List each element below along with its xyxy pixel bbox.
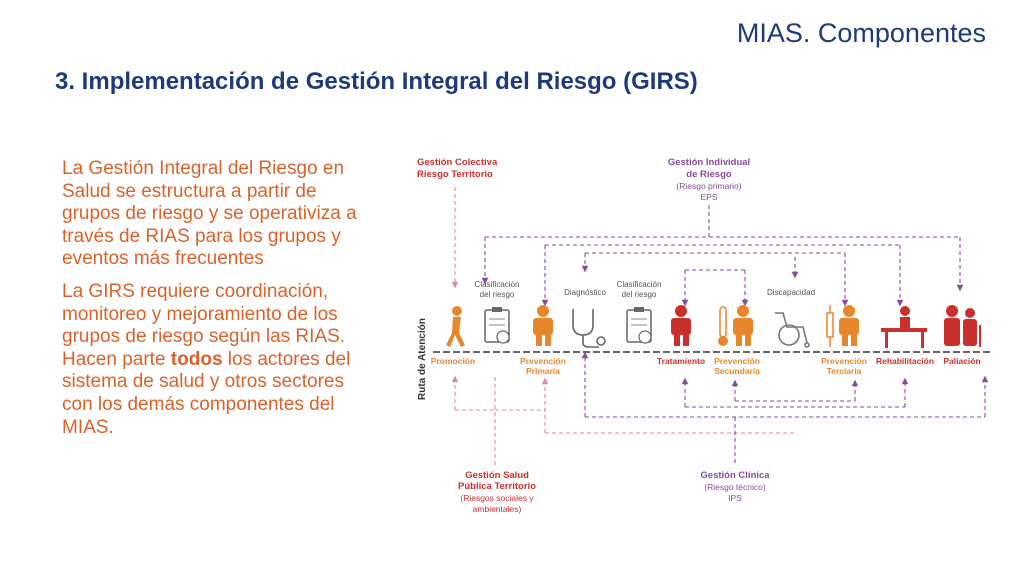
- svg-text:Diagnóstico: Diagnóstico: [564, 288, 606, 297]
- body-text: La Gestión Integral del Riesgo en Salud …: [62, 158, 370, 449]
- svg-text:Prevención: Prevención: [714, 356, 760, 366]
- svg-text:(Riesgo primario): (Riesgo primario): [676, 181, 741, 191]
- svg-text:Riesgo Territorio: Riesgo Territorio: [417, 169, 493, 180]
- person-orange-2-icon: [733, 305, 753, 346]
- label-gestion-salud-publica: Gestión Salud Pública Territorio (Riesgo…: [458, 470, 536, 514]
- paragraph-2-after: los actores del sistema de salud y otros…: [62, 348, 351, 438]
- slide-title: 3. Implementación de Gestión Integral de…: [55, 68, 698, 95]
- svg-text:(Riesgo técnico): (Riesgo técnico): [704, 482, 766, 492]
- svg-text:Clasificación: Clasificación: [475, 280, 520, 289]
- svg-text:Gestión Individual: Gestión Individual: [668, 157, 750, 168]
- svg-text:Clasificación: Clasificación: [617, 280, 662, 289]
- label-gestion-colectiva: Gestión Colectiva Riesgo Territorio: [417, 157, 498, 180]
- clipboard-icon: [484, 307, 510, 344]
- person-orange-icon: [533, 305, 553, 346]
- doctor-icon: [671, 305, 691, 346]
- svg-text:Tratamiento: Tratamiento: [657, 356, 705, 366]
- paragraph-2: La GIRS requiere coordinación, monitoreo…: [62, 281, 370, 439]
- clipboard-2-icon: [626, 307, 652, 344]
- svg-text:IPS: IPS: [728, 493, 742, 503]
- svg-text:del riesgo: del riesgo: [622, 290, 657, 299]
- svg-text:de Riesgo: de Riesgo: [686, 169, 732, 180]
- svg-text:Rehabilitación: Rehabilitación: [876, 356, 934, 366]
- svg-text:Primaria: Primaria: [526, 366, 560, 376]
- stage-labels: Promoción Prevención Primaria Tratamient…: [431, 356, 981, 376]
- svg-text:Prevención: Prevención: [821, 356, 867, 366]
- person-orange-3-icon: [839, 305, 859, 346]
- svg-text:(Riesgos sociales y: (Riesgos sociales y: [460, 493, 534, 503]
- stethoscope-icon: [572, 309, 606, 348]
- svg-text:Pública Territorio: Pública Territorio: [458, 481, 536, 492]
- upper-stage-labels: Clasificación del riesgo Diagnóstico Cla…: [475, 280, 815, 299]
- syringe-icon: [826, 305, 834, 347]
- svg-text:Prevención: Prevención: [520, 356, 566, 366]
- paragraph-2-before: La GIRS requiere coordinación, monitoreo…: [62, 280, 346, 370]
- rehabilitation-icon: [881, 306, 927, 348]
- wheelchair-icon: [775, 312, 810, 348]
- svg-text:ambientales): ambientales): [473, 504, 522, 514]
- girs-diagram: Gestión Colectiva Riesgo Territorio Gest…: [417, 157, 990, 514]
- svg-text:Discapacidad: Discapacidad: [767, 288, 815, 297]
- walking-person-icon: [446, 306, 465, 347]
- label-gestion-clinica: Gestión Clínica (Riesgo técnico) IPS: [700, 470, 770, 503]
- svg-text:Gestión Colectiva: Gestión Colectiva: [417, 157, 498, 168]
- paragraph-2-bold: todos: [170, 348, 223, 370]
- svg-text:Promoción: Promoción: [431, 356, 475, 366]
- svg-text:Gestión Salud: Gestión Salud: [465, 470, 529, 481]
- route-axis-label: Ruta de Atención: [417, 318, 428, 400]
- paragraph-1: La Gestión Integral del Riesgo en Salud …: [62, 158, 357, 270]
- svg-text:Secundaria: Secundaria: [714, 366, 760, 376]
- bottom-flow-lines: [451, 351, 989, 465]
- svg-text:Ruta de Atención: Ruta de Atención: [417, 318, 428, 400]
- thermometer-icon: [718, 306, 728, 346]
- section-header: MIAS. Componentes: [736, 18, 986, 48]
- svg-text:Paliación: Paliación: [943, 356, 980, 366]
- svg-text:Terciaria: Terciaria: [827, 366, 862, 376]
- svg-text:EPS: EPS: [700, 192, 717, 202]
- svg-text:Gestión Clínica: Gestión Clínica: [700, 470, 770, 481]
- top-flow-lines: [451, 187, 964, 307]
- label-gestion-individual: Gestión Individual de Riesgo (Riesgo pri…: [668, 157, 750, 202]
- svg-text:del riesgo: del riesgo: [480, 290, 515, 299]
- caregivers-icon: [944, 305, 981, 347]
